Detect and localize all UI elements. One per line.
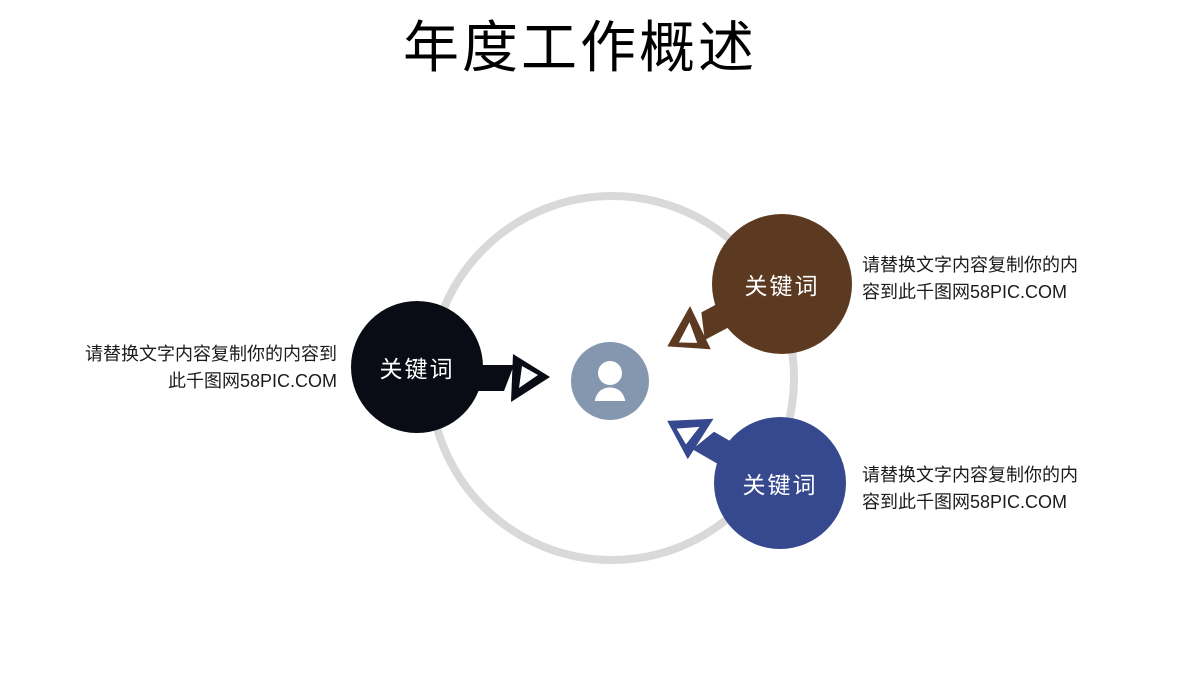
description-top-right: 请替换文字内容复制你的内容到此千图网58PIC.COM (862, 255, 1078, 302)
keyword-label: 关键词 (742, 472, 818, 498)
keyword-label: 关键词 (379, 356, 455, 382)
person-icon (594, 361, 626, 401)
keyword-node-bottom-right: 关键词 (714, 417, 846, 549)
keyword-node-left: 关键词 (351, 301, 483, 433)
description-bottom-right: 请替换文字内容复制你的内容到此千图网58PIC.COM (862, 465, 1078, 512)
center-person-badge (571, 342, 649, 420)
keyword-label: 关键词 (744, 273, 820, 299)
keyword-node-top-right: 关键词 (712, 214, 852, 354)
slide-title: 年度工作概述 (403, 18, 757, 80)
description-left: 请替换文字内容复制你的内容到此千图网58PIC.COM (85, 344, 337, 391)
